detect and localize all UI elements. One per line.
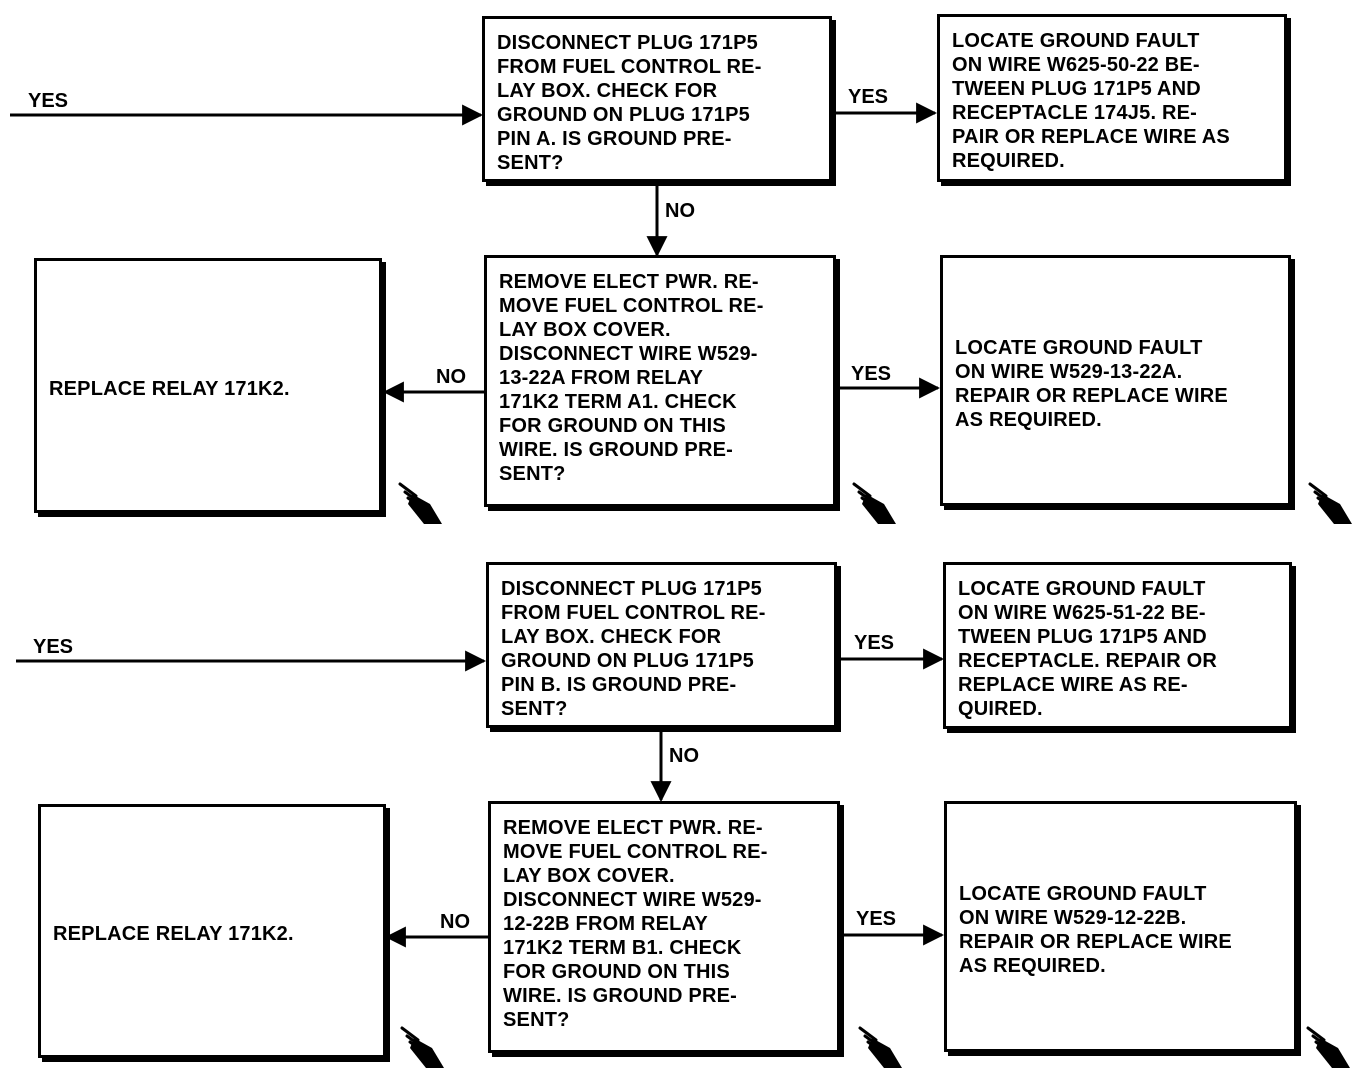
flow-a-check-plug-box: DISCONNECT PLUG 171P5 FROM FUEL CONTROL … [482,16,832,182]
flow-a-replace-relay-box: REPLACE RELAY 171K2. [34,258,382,513]
flow-b-locate-fault-wire-box: LOCATE GROUND FAULT ON WIRE W529-12-22B.… [944,801,1297,1052]
flow-b-locate-fault-plug-box: LOCATE GROUND FAULT ON WIRE W625-51-22 B… [943,562,1292,729]
pointing-hand-icon [398,482,442,524]
flow-b-wire-yes-label: YES [856,908,897,930]
flow-a-wire-no-label: NO [436,366,466,388]
flow-a-plug-yes-label: YES [848,86,889,108]
flow-a-plug-no-label: NO [665,200,695,222]
flow-a-entry-label: YES [28,90,69,112]
flow-a-wire-yes-label: YES [851,363,892,385]
flow-a-locate-fault-wire-box: LOCATE GROUND FAULT ON WIRE W529-13-22A.… [940,255,1291,506]
pointing-hand-icon [1308,482,1352,524]
pointing-hand-icon [858,1026,902,1068]
flow-b-plug-yes-label: YES [854,632,895,654]
flow-b-wire-no-label: NO [440,911,470,933]
flow-b-entry-label: YES [33,636,74,658]
pointing-hand-icon [852,482,896,524]
pointing-hand-icon [400,1026,444,1068]
flow-a-check-wire-box: REMOVE ELECT PWR. RE- MOVE FUEL CONTROL … [484,255,836,507]
flow-a-locate-fault-plug-box: LOCATE GROUND FAULT ON WIRE W625-50-22 B… [937,14,1287,182]
flow-b-plug-no-label: NO [669,745,699,767]
flow-b-check-plug-box: DISCONNECT PLUG 171P5 FROM FUEL CONTROL … [486,562,837,728]
flow-b-replace-relay-box: REPLACE RELAY 171K2. [38,804,386,1058]
pointing-hand-icon [1306,1026,1350,1068]
flow-b-check-wire-box: REMOVE ELECT PWR. RE- MOVE FUEL CONTROL … [488,801,840,1053]
